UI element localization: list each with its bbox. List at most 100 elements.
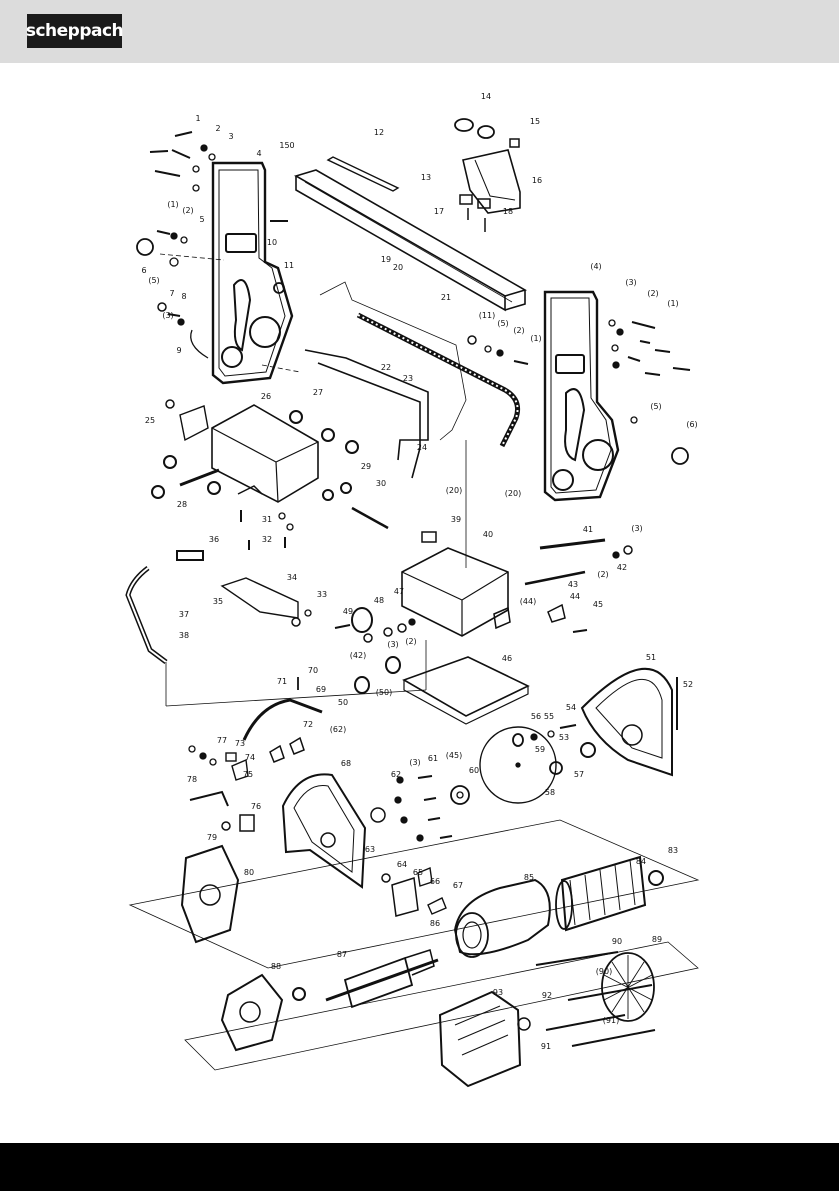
part-callout: (2) <box>597 570 608 579</box>
part-callout: (3) <box>625 278 636 287</box>
part-callout: (42) <box>350 651 366 660</box>
part-callout: (5) <box>148 276 159 285</box>
part-callout: 12 <box>374 128 384 137</box>
part-callout: 18 <box>503 207 513 216</box>
part-callout: (91) <box>603 1016 619 1025</box>
part-callout: 16 <box>532 176 542 185</box>
part-callout: 68 <box>341 759 351 768</box>
part-callout: 24 <box>417 443 427 452</box>
part-callout: 92 <box>542 991 552 1000</box>
part-callout: 73 <box>235 739 245 748</box>
part-callout: 21 <box>441 293 451 302</box>
part-callout: 91 <box>541 1042 551 1051</box>
part-callout: (3) <box>387 640 398 649</box>
part-callout: 86 <box>430 919 440 928</box>
part-callout: 72 <box>303 720 313 729</box>
part-callout: 42 <box>617 563 627 572</box>
part-callout: 56 <box>531 712 541 721</box>
part-callout: 58 <box>545 788 555 797</box>
part-callout: 80 <box>244 868 254 877</box>
part-callout: 36 <box>209 535 219 544</box>
part-callout: 31 <box>262 515 272 524</box>
part-callout: 25 <box>145 416 155 425</box>
part-callout: 39 <box>451 515 461 524</box>
part-callout: 4 <box>256 149 261 158</box>
part-callout: 83 <box>668 846 678 855</box>
brand-name: scheppach <box>25 21 124 41</box>
part-callout: 49 <box>343 607 353 616</box>
part-callout: 43 <box>568 580 578 589</box>
part-callout: 76 <box>251 802 261 811</box>
part-callout: 70 <box>308 666 318 675</box>
part-callout: 30 <box>376 479 386 488</box>
part-callout: (3) <box>162 311 173 320</box>
part-callout: 14 <box>481 92 491 101</box>
part-callout: 5 <box>199 215 204 224</box>
part-callout: (50) <box>376 688 392 697</box>
part-callout: 87 <box>337 950 347 959</box>
part-callout: (90) <box>596 967 612 976</box>
part-callout: 69 <box>316 685 326 694</box>
part-callout: 22 <box>381 363 391 372</box>
part-callout: 41 <box>583 525 593 534</box>
part-callout: 60 <box>469 766 479 775</box>
part-callout: (2) <box>182 206 193 215</box>
part-callout: 47 <box>394 587 404 596</box>
part-callout: 13 <box>421 173 431 182</box>
part-callout: (11) <box>479 311 495 320</box>
part-callout: 55 <box>544 712 554 721</box>
part-callout: (3) <box>631 524 642 533</box>
part-callout: 26 <box>261 392 271 401</box>
part-callout: 63 <box>365 845 375 854</box>
part-callout: (3) <box>409 758 420 767</box>
part-callout: 1 <box>195 114 200 123</box>
part-callout: 6 <box>141 266 146 275</box>
part-callout: (1) <box>667 299 678 308</box>
part-callout: 77 <box>217 736 227 745</box>
part-callout: 45 <box>593 600 603 609</box>
part-callout: 40 <box>483 530 493 539</box>
part-callout: 10 <box>267 238 277 247</box>
part-callout: 32 <box>262 535 272 544</box>
part-callout: 93 <box>493 988 503 997</box>
part-callout: (45) <box>446 751 462 760</box>
part-callout: 46 <box>502 654 512 663</box>
part-callout: 3 <box>228 132 233 141</box>
part-callout: 23 <box>403 374 413 383</box>
part-callout: 90 <box>612 937 622 946</box>
part-callout: 28 <box>177 500 187 509</box>
part-callout: 79 <box>207 833 217 842</box>
part-callout: (2) <box>647 289 658 298</box>
part-callout: 38 <box>179 631 189 640</box>
part-callout: 52 <box>683 680 693 689</box>
part-callout: 65 <box>413 868 423 877</box>
part-callout: (1) <box>530 334 541 343</box>
part-callout: 67 <box>453 881 463 890</box>
part-callout: 150 <box>279 141 294 150</box>
part-callout: (2) <box>405 637 416 646</box>
part-callout: 50 <box>338 698 348 707</box>
part-callout: 78 <box>187 775 197 784</box>
part-callout: 75 <box>243 770 253 779</box>
part-callout: 85 <box>524 873 534 882</box>
part-callout: 74 <box>245 753 255 762</box>
part-callout: 2 <box>215 124 220 133</box>
part-callout: 44 <box>570 592 580 601</box>
part-callout: (5) <box>650 402 661 411</box>
part-callout: 57 <box>574 770 584 779</box>
part-callout: 37 <box>179 610 189 619</box>
part-callout: 35 <box>213 597 223 606</box>
part-callout: 9 <box>176 346 181 355</box>
part-callout: 61 <box>428 754 438 763</box>
part-callout: 54 <box>566 703 576 712</box>
part-callout: 66 <box>430 877 440 886</box>
part-callout: 19 <box>381 255 391 264</box>
part-callout: 59 <box>535 745 545 754</box>
parts-drawing: 123415012131415161718(1)(2)56(5)101178(3… <box>125 92 700 1088</box>
part-callout: 8 <box>181 292 186 301</box>
part-callout: 71 <box>277 677 287 686</box>
part-callout: (1) <box>167 200 178 209</box>
part-callout: 29 <box>361 462 371 471</box>
part-callout: (62) <box>330 725 346 734</box>
